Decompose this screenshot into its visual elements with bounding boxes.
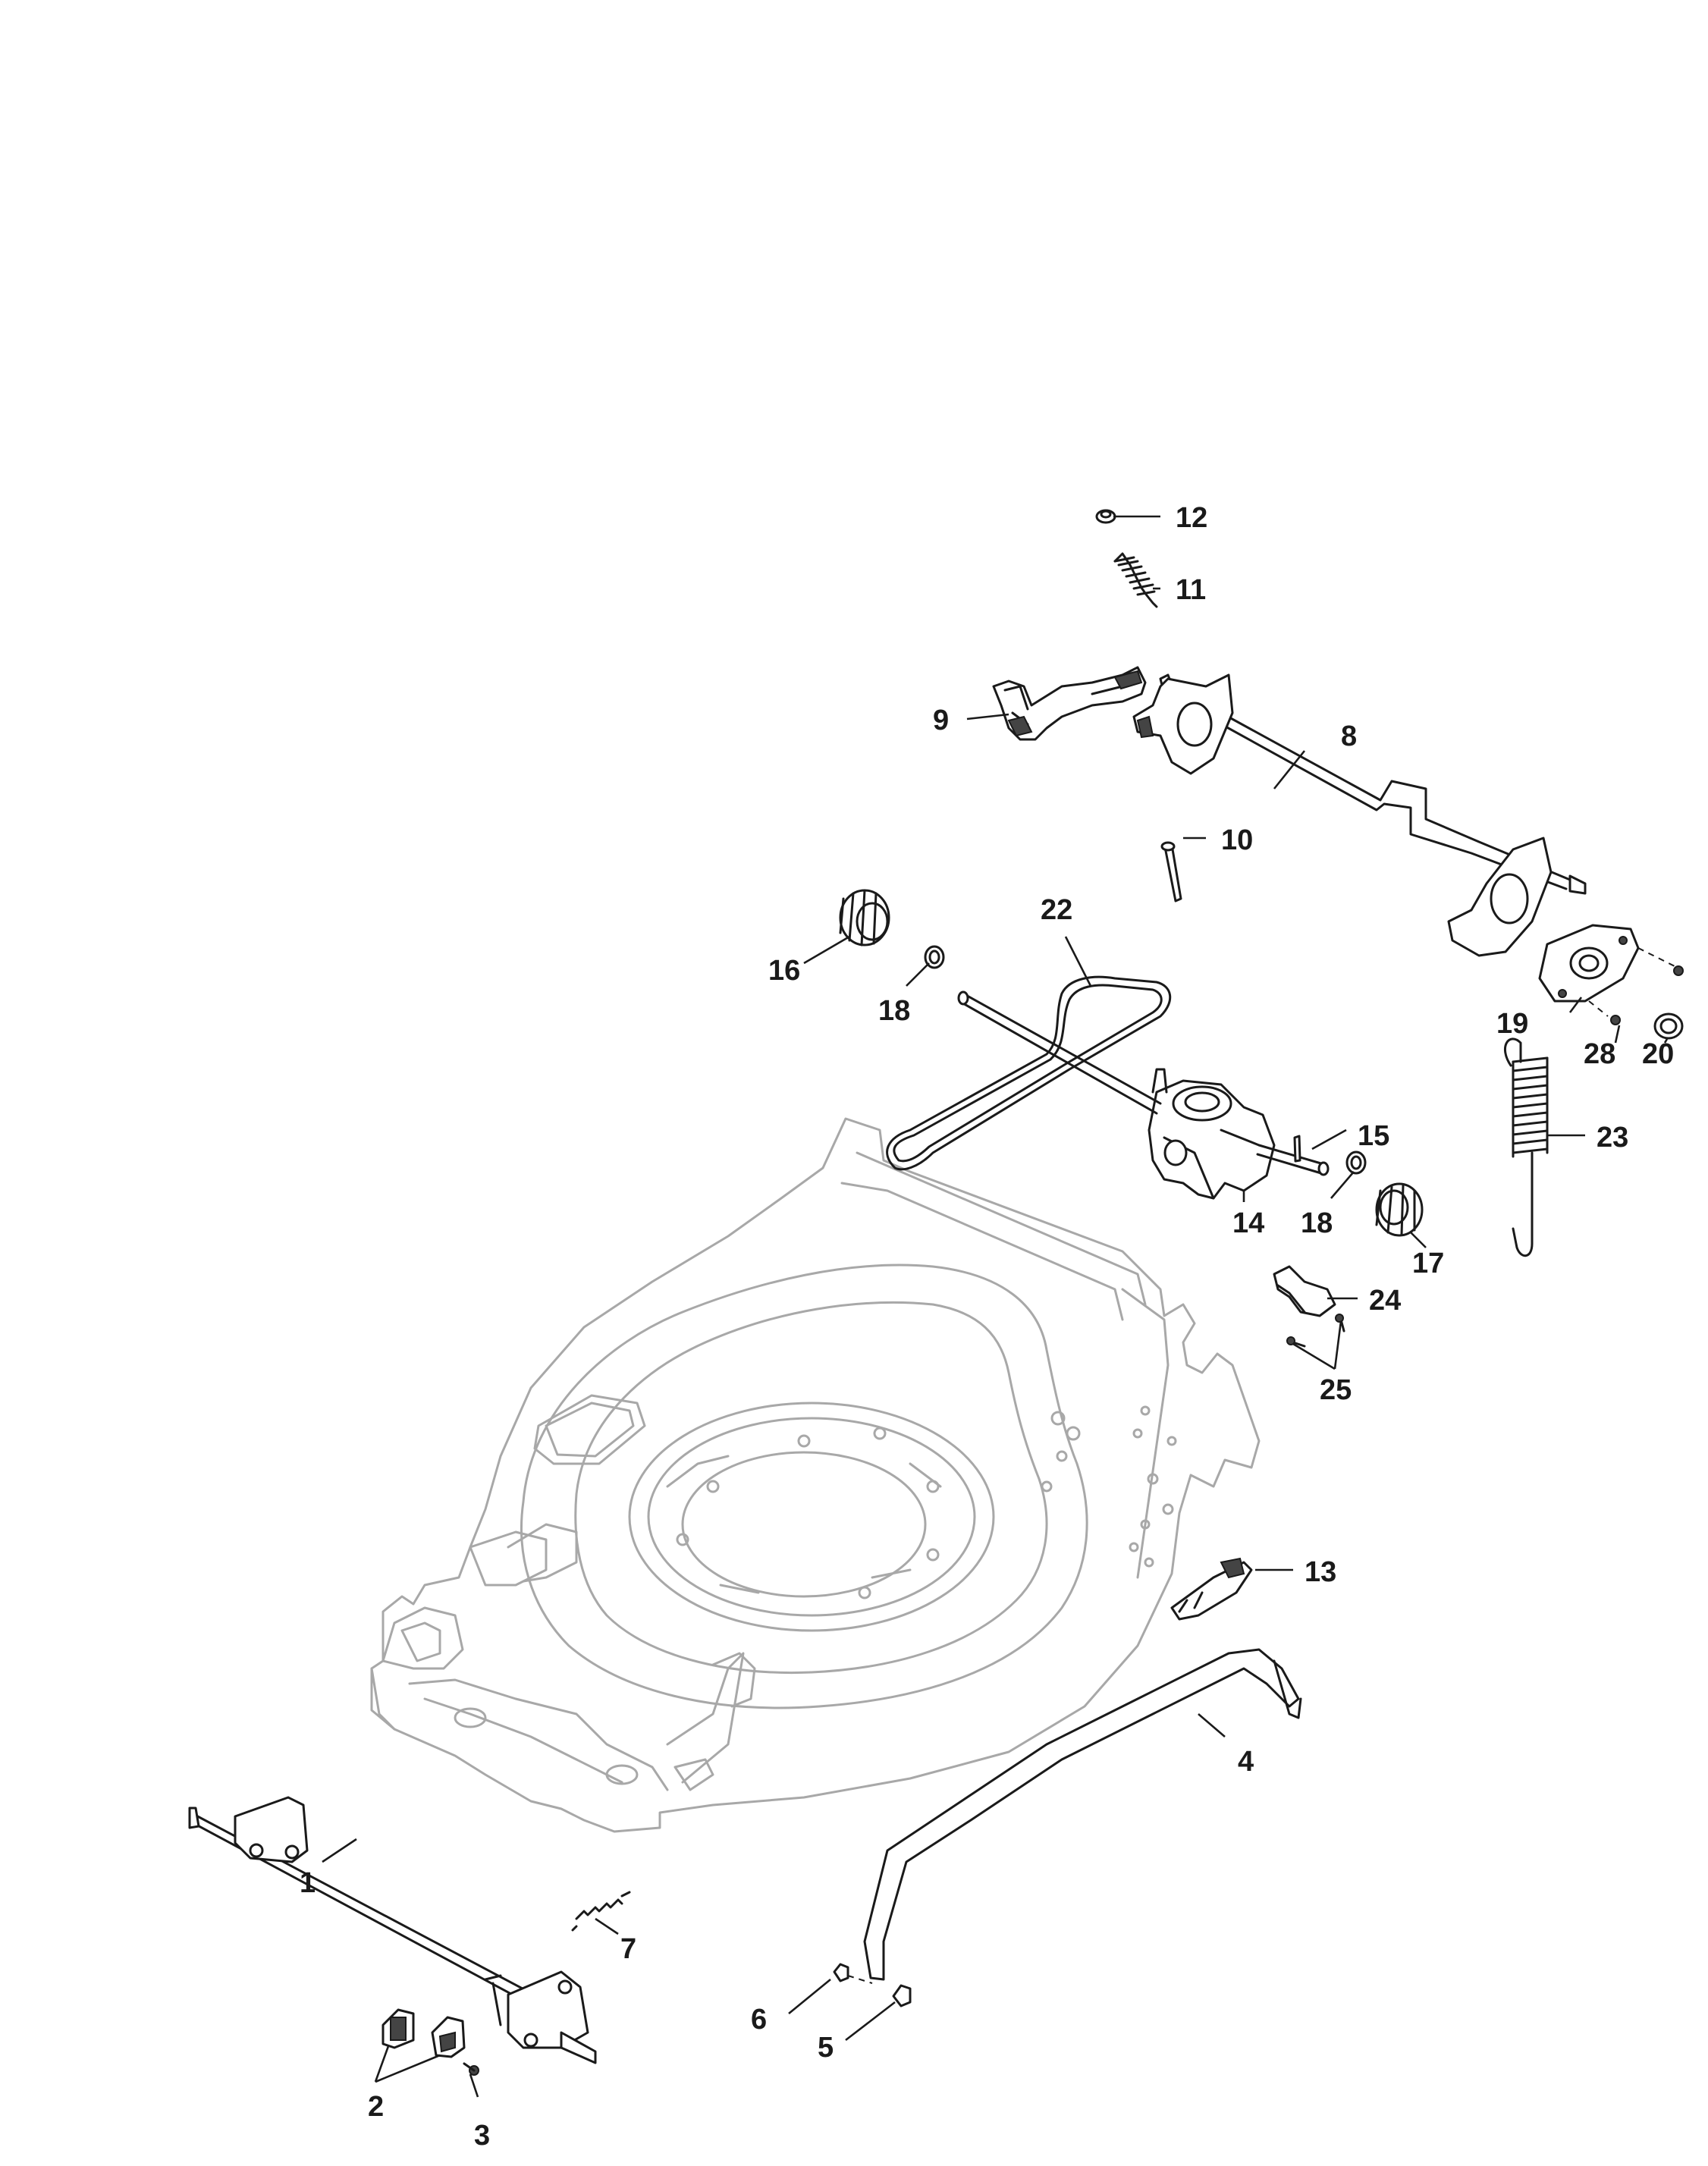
part-11-spring (1113, 552, 1158, 608)
callout-22: 22 (1041, 894, 1072, 926)
callout-16: 16 (768, 955, 800, 987)
callout-2: 2 (368, 2091, 384, 2123)
callout-3: 3 (474, 2120, 490, 2152)
part-22-axle-shaft (957, 990, 1330, 1176)
callout-19: 19 (1496, 1008, 1528, 1040)
part-16-gear (839, 889, 890, 946)
part-4-lever (863, 1648, 1302, 1981)
part-2-axle-clips (381, 2008, 466, 2058)
part-6-nut (833, 1963, 873, 1984)
callout-15: 15 (1358, 1120, 1389, 1152)
callout-23: 23 (1597, 1122, 1628, 1154)
part-5-bolt (892, 1984, 912, 2007)
part-3-screw (463, 2062, 479, 2076)
callout-11: 11 (1176, 574, 1206, 606)
callout-13: 13 (1305, 1556, 1336, 1588)
callout-5: 5 (818, 2032, 834, 2064)
part-1-rear-axle (188, 1796, 597, 2064)
part-23-spring (1503, 1037, 1549, 1257)
callout-28: 28 (1584, 1038, 1615, 1070)
part-28-screws (1610, 965, 1684, 1025)
callout-8: 8 (1341, 720, 1357, 752)
part-15-pin (1293, 1135, 1301, 1163)
part-24-bracket (1273, 1265, 1336, 1317)
callout-7: 7 (620, 1933, 636, 1965)
part-7-spring (571, 1891, 631, 1932)
part-10-pin (1160, 841, 1182, 902)
callout-17: 17 (1412, 1248, 1444, 1279)
callout-25: 25 (1320, 1374, 1352, 1406)
part-22-belt (886, 975, 1172, 1171)
callout-4: 4 (1238, 1746, 1254, 1778)
callout-18-bottom: 18 (1301, 1207, 1333, 1239)
leader-lines (322, 515, 1669, 2098)
part-25-screws (1286, 1314, 1345, 1348)
part-19-bearing-plate (1538, 924, 1677, 1017)
callout-9: 9 (933, 705, 949, 736)
callout-18-top: 18 (878, 995, 910, 1027)
callout-24: 24 (1369, 1285, 1401, 1317)
part-17-gear (1375, 1182, 1424, 1237)
callout-10: 10 (1221, 824, 1253, 856)
callout-1: 1 (300, 1867, 316, 1899)
part-13-clip (1170, 1557, 1253, 1621)
part-9-handle (992, 666, 1147, 741)
callout-14: 14 (1232, 1207, 1264, 1239)
callout-6: 6 (751, 2004, 767, 2036)
part-12-nut (1095, 509, 1116, 524)
part-18-rings (924, 945, 1367, 1175)
callout-labels: 12 11 9 8 10 22 16 18 19 28 20 15 23 14 … (300, 502, 1674, 2152)
part-14-gearbox (1148, 1068, 1276, 1200)
mower-deck (370, 1117, 1261, 1833)
callout-20: 20 (1642, 1038, 1674, 1070)
part-8-front-axle (1132, 673, 1587, 957)
callout-12: 12 (1176, 502, 1207, 534)
part-20-washer (1653, 1012, 1684, 1040)
